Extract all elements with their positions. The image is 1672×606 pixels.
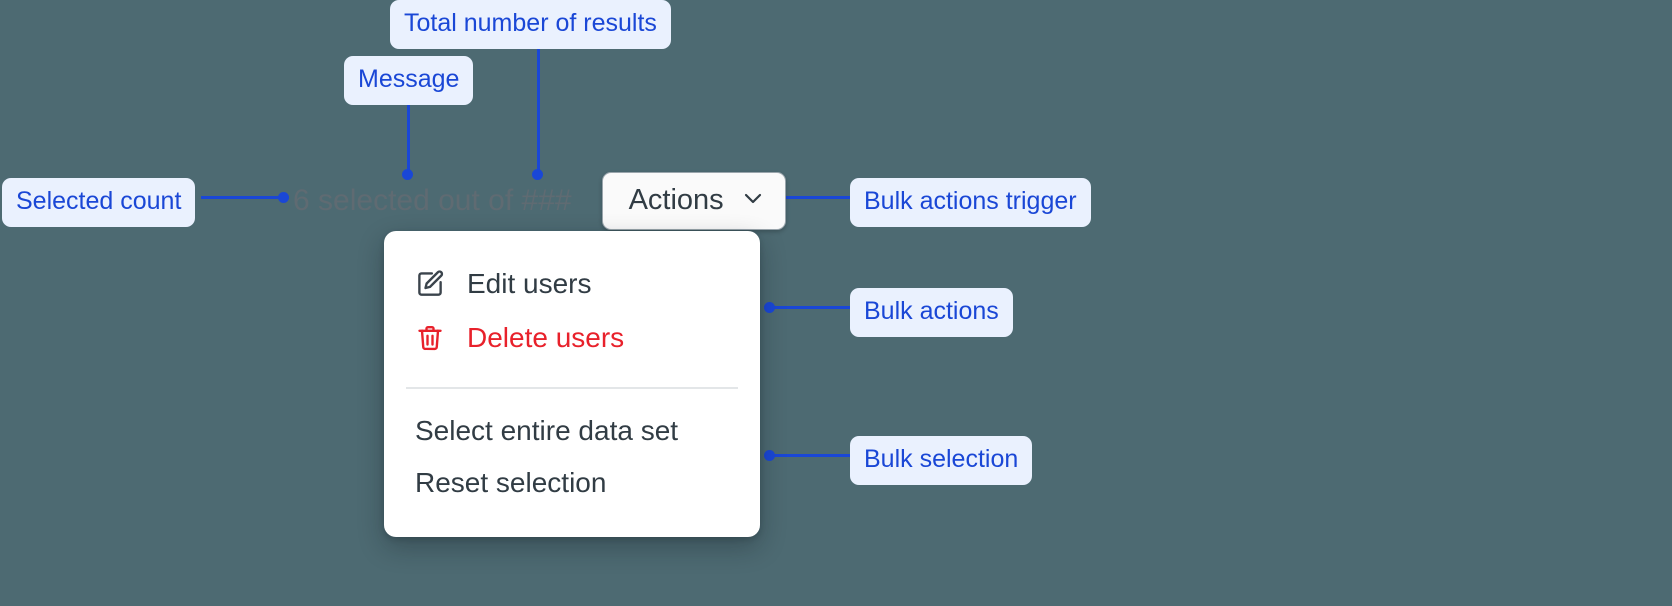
annotation-total-results: Total number of results — [390, 0, 671, 49]
connector-message — [407, 92, 410, 174]
connector-bulk-actions-trigger — [762, 196, 850, 199]
annotation-selected-count: Selected count — [2, 178, 196, 227]
pencil-square-icon — [415, 269, 445, 299]
annotation-bulk-actions-trigger: Bulk actions trigger — [850, 178, 1091, 227]
connector-bulk-actions — [770, 306, 852, 309]
bulk-action-bar: 6 selected out of ### Actions — [293, 172, 786, 230]
menu-item-label: Edit users — [467, 268, 592, 299]
menu-item-edit-users[interactable]: Edit users — [384, 257, 760, 311]
connector-total-results — [537, 38, 540, 174]
selection-summary-text: 6 selected out of ### — [293, 186, 572, 216]
annotation-bulk-actions: Bulk actions — [850, 288, 1013, 337]
trash-icon — [415, 323, 445, 353]
connector-dot-total-results — [532, 169, 543, 180]
selected-count-value: 6 — [293, 184, 310, 217]
bulk-actions-menu: Edit users Delete users Select entire da… — [384, 231, 760, 537]
menu-divider — [406, 387, 738, 389]
annotation-message: Message — [344, 56, 474, 105]
menu-item-select-entire-data-set[interactable]: Select entire data set — [384, 405, 760, 457]
connector-selected-count — [201, 196, 289, 199]
connector-bulk-selection — [770, 454, 852, 457]
connector-dot-bulk-actions — [764, 302, 775, 313]
connector-dot-selected-count — [278, 192, 289, 203]
annotation-bulk-selection: Bulk selection — [850, 436, 1033, 485]
total-results-value: ### — [521, 184, 572, 217]
bulk-actions-trigger-button[interactable]: Actions — [601, 172, 786, 230]
selection-message-text: selected out of — [318, 184, 514, 217]
connector-dot-bulk-selection — [764, 450, 775, 461]
connector-dot-message — [402, 169, 413, 180]
menu-item-reset-selection[interactable]: Reset selection — [384, 457, 760, 509]
menu-item-label: Delete users — [467, 322, 625, 353]
bulk-actions-trigger-label: Actions — [628, 184, 724, 216]
menu-item-label: Select entire data set — [415, 415, 679, 446]
chevron-down-icon — [741, 186, 765, 215]
menu-item-label: Reset selection — [415, 467, 607, 498]
menu-item-delete-users[interactable]: Delete users — [384, 311, 760, 365]
